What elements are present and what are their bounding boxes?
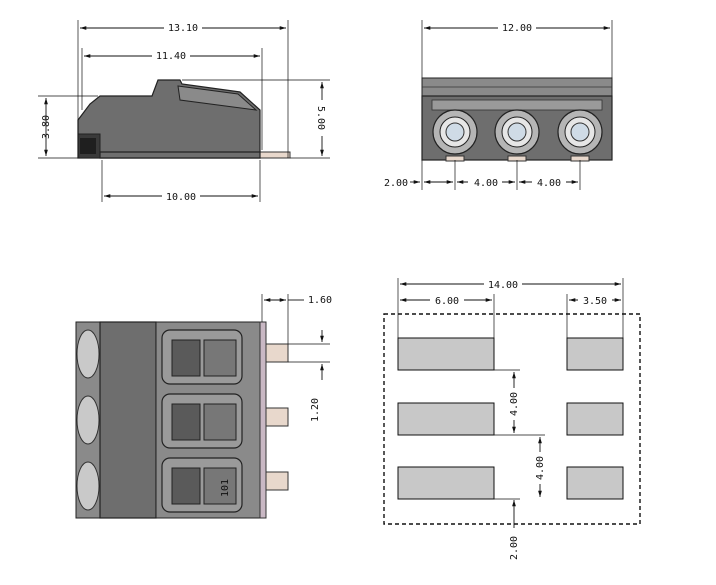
dim-side-right-height: 5.00 [315,106,326,130]
lever-1 [161,329,243,385]
side-view [77,79,291,159]
footprint-dimensions: 14.00 6.00 3.50 4.00 4.00 2.00 [397,278,624,560]
dim-top-pin-extension: 1.60 [308,295,332,306]
dim-footprint-small-pad-length: 3.50 [583,296,607,307]
dim-side-overall-length: 13.10 [168,23,198,34]
dim-footprint-overall-width: 14.00 [488,280,518,291]
pad-large-1 [397,337,495,371]
front-view-dimensions: 12.00 2.00 4.00 4.00 [384,20,613,190]
pad-small-1 [566,337,624,371]
side-view-dimensions: 13.10 11.40 10.00 3.80 5.00 [38,20,330,203]
dim-footprint-edge-offset: 2.00 [509,536,520,560]
dim-front-pitch-1: 4.00 [474,178,498,189]
pad-small-2 [566,402,624,436]
wire-entry-1 [432,109,478,155]
wire-entry-2 [494,109,540,155]
dim-footprint-pitch-2: 4.00 [535,456,546,480]
dim-footprint-pad-length: 6.00 [435,296,459,307]
footprint-view [383,313,641,525]
lever-2 [161,393,243,449]
wire-entry-3 [557,109,603,155]
dim-side-left-height: 3.80 [41,115,52,139]
pad-small-3 [566,466,624,500]
dim-front-pitch-2: 4.00 [537,178,561,189]
dim-front-overall-width: 12.00 [502,23,532,34]
dim-top-pin-offset: 1.20 [310,398,321,422]
marking-text: 101 [220,479,231,497]
dim-side-base-length: 10.00 [166,192,196,203]
pad-large-3 [397,466,495,500]
pad-large-2 [397,402,495,436]
top-view: 101 [75,321,289,519]
dim-footprint-pitch-1: 4.00 [509,392,520,416]
top-view-dimensions: 1.60 1.20 [261,294,332,422]
dim-front-edge-offset: 2.00 [384,178,408,189]
lever-3: 101 [161,457,243,513]
front-view [421,77,613,162]
dim-side-top-length: 11.40 [156,51,186,62]
